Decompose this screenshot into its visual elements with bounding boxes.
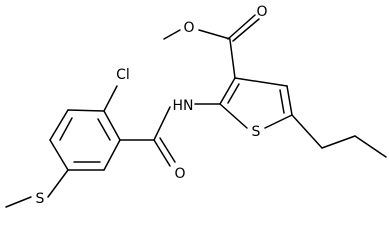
bond-ar4-ar5 [49,139,69,171]
bond-s-c5 [264,114,293,129]
bond-c5-ch2 [291,114,323,149]
bond-amide-c-o-a [153,139,171,167]
bond-nh-carbonyl [153,106,171,141]
bond-ar6-ar1 [103,139,121,171]
bond-s-methyl [5,196,32,208]
bond-ar-inner-2 [59,117,73,141]
bond-ar2-ar3 [67,109,105,112]
bond-c5-c4-inner [279,89,285,114]
bond-c2-s [219,103,248,129]
label-thioether-s: S [36,191,45,207]
bond-ar-cl [103,85,118,112]
bond-ch2-ch2 [321,135,356,149]
bond-amide-c-o-b [159,137,176,163]
bond-o-carbonyl-c [198,29,231,40]
bond-c2-c3-inner [227,83,240,104]
bond-ar-inner-1 [97,118,111,141]
label-thiophene-s: S [252,124,261,140]
bond-methyl-o [163,29,181,40]
label-amide-o: O [174,166,185,182]
label-ester-carbonyl-o: O [256,4,267,20]
bond-c4-c3 [234,77,288,87]
propyl-chain [291,114,387,158]
molecule-canvas: O O S HN O Cl S [5,4,387,208]
bond-c5-c4 [286,85,293,116]
bond-c3-c2 [219,77,236,105]
bond-carbonyl-c-ring [229,39,236,79]
structure-drawing: O O S HN O Cl S [5,4,387,208]
thiophene-ring [219,77,293,129]
bond-carbonyl-c-o-double-a [227,14,256,40]
label-chlorine: Cl [116,67,130,83]
label-ester-ether-o: O [183,20,194,36]
label-amide-nh: HN [173,98,194,114]
amide-linkage [119,103,221,167]
bond-carbonyl-c-o-double-b [232,18,260,42]
bond-ar1-ar2 [103,110,121,141]
benzene-ring [49,109,121,171]
benzene-substituents [5,85,118,208]
bond-ch2-ch3 [354,135,387,158]
bond-ar3-ar4 [49,109,69,141]
bond-ar-s [47,169,69,198]
methyl-ester-group [163,14,260,79]
